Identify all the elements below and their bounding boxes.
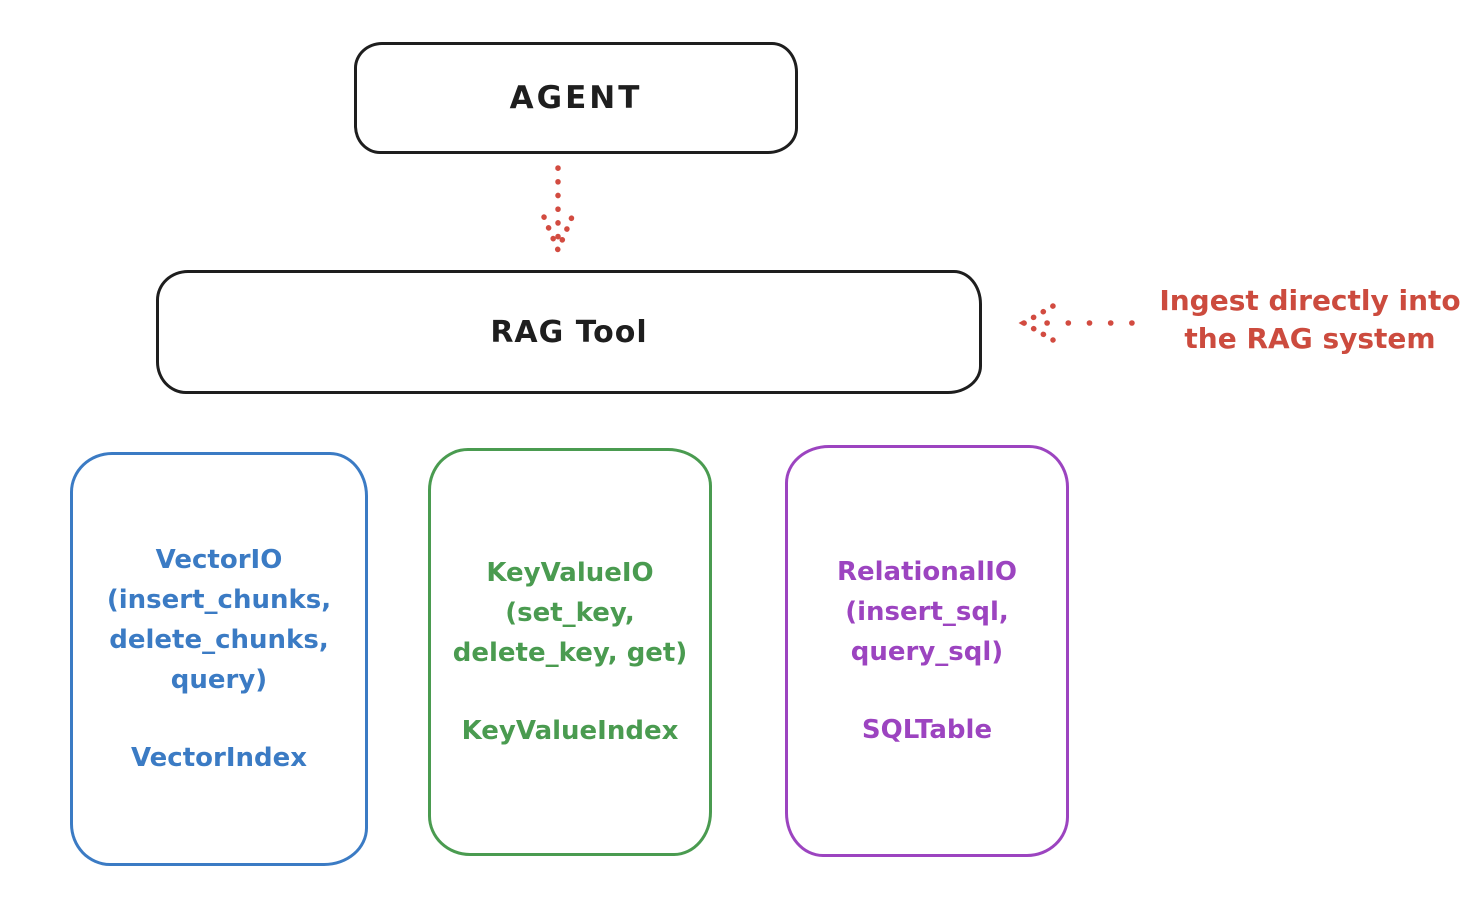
keyvalue-io-signature: KeyValueIO (set_key, delete_key, get): [453, 553, 688, 673]
ingest-annotation-line-2: the RAG system: [1184, 322, 1436, 355]
vector-io-line-1: VectorIO: [155, 545, 283, 575]
vector-io-line-3: delete_chunks,: [109, 625, 329, 655]
vector-io-node: VectorIO (insert_chunks, delete_chunks, …: [70, 452, 368, 866]
ingest-annotation-line-1: Ingest directly into: [1159, 284, 1461, 317]
keyvalue-io-line-3: delete_key, get): [452, 638, 688, 668]
relational-io-line-3: query_sql): [850, 637, 1004, 667]
relational-io-signature: RelationalIO (insert_sql, query_sql): [837, 552, 1017, 672]
rag-tool-node: RAG Tool: [156, 270, 982, 394]
keyvalue-io-node: KeyValueIO (set_key, delete_key, get) Ke…: [428, 448, 712, 856]
relational-io-line-1: RelationalIO: [836, 557, 1018, 587]
agent-label: AGENT: [509, 80, 643, 116]
agent-node: AGENT: [354, 42, 798, 154]
vector-io-signature: VectorIO (insert_chunks, delete_chunks, …: [107, 540, 331, 700]
vector-index-label: VectorIndex: [130, 743, 308, 773]
ingest-annotation: Ingest directly into the RAG system: [1140, 282, 1480, 358]
sql-table-label: SQLTable: [861, 715, 993, 745]
keyvalue-io-line-2: (set_key,: [505, 598, 635, 628]
vector-io-line-2: (insert_chunks,: [106, 585, 332, 615]
ingest-annotation-arrow-icon: [1018, 303, 1135, 343]
keyvalue-index-label: KeyValueIndex: [461, 716, 679, 746]
relational-io-node: RelationalIO (insert_sql, query_sql) SQL…: [785, 445, 1069, 857]
relational-io-line-2: (insert_sql,: [845, 597, 1009, 627]
vector-io-line-4: query): [170, 665, 268, 695]
rag-tool-label: RAG Tool: [490, 314, 648, 350]
agent-to-rag-arrow-icon: [541, 165, 575, 258]
keyvalue-io-line-1: KeyValueIO: [486, 558, 654, 588]
